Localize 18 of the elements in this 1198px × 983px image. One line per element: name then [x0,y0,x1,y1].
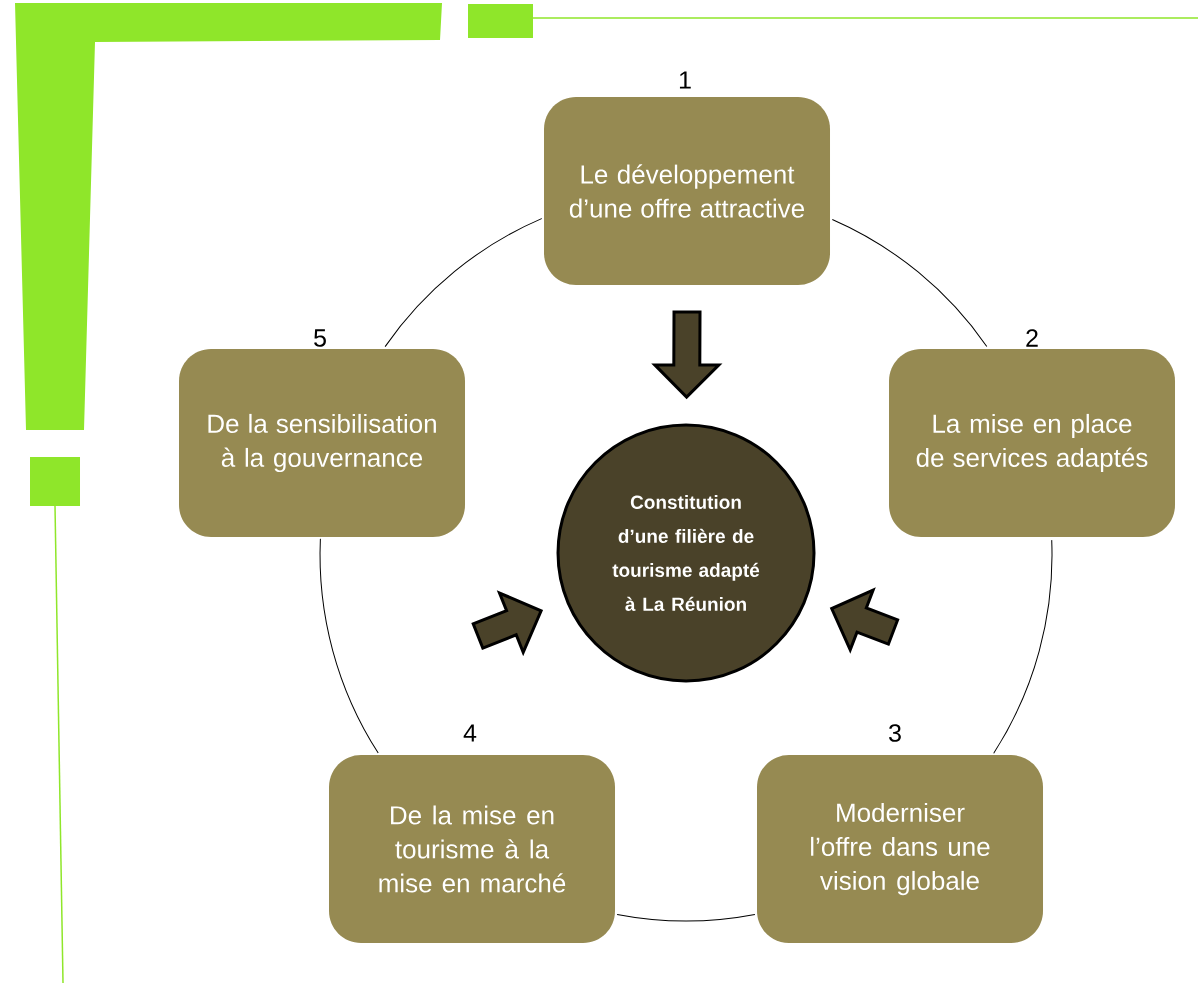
connector-arc [319,538,379,754]
block-arrow [471,590,544,657]
step-number: 4 [463,724,477,742]
connector-arc [384,218,543,348]
block-arrow [829,587,900,654]
step-box: Moderniser l’offre dans une vision globale [757,755,1043,943]
step-number: 5 [314,329,326,347]
step-number: 2 [1026,329,1038,347]
connector-arc [616,914,756,922]
block-arrow [651,310,723,400]
step-box: La mise en place de services adaptés [889,349,1175,537]
step-number: 1 [679,71,691,89]
connector-arc [831,219,988,347]
connector-arc [993,539,1053,754]
step-box: Le développement d’une offre attractive [544,97,830,285]
step-box: De la sensibilisation à la gouvernance [179,349,465,537]
step-box: De la mise en tourisme à la mise en marché [329,755,615,943]
step-number: 3 [889,724,901,742]
